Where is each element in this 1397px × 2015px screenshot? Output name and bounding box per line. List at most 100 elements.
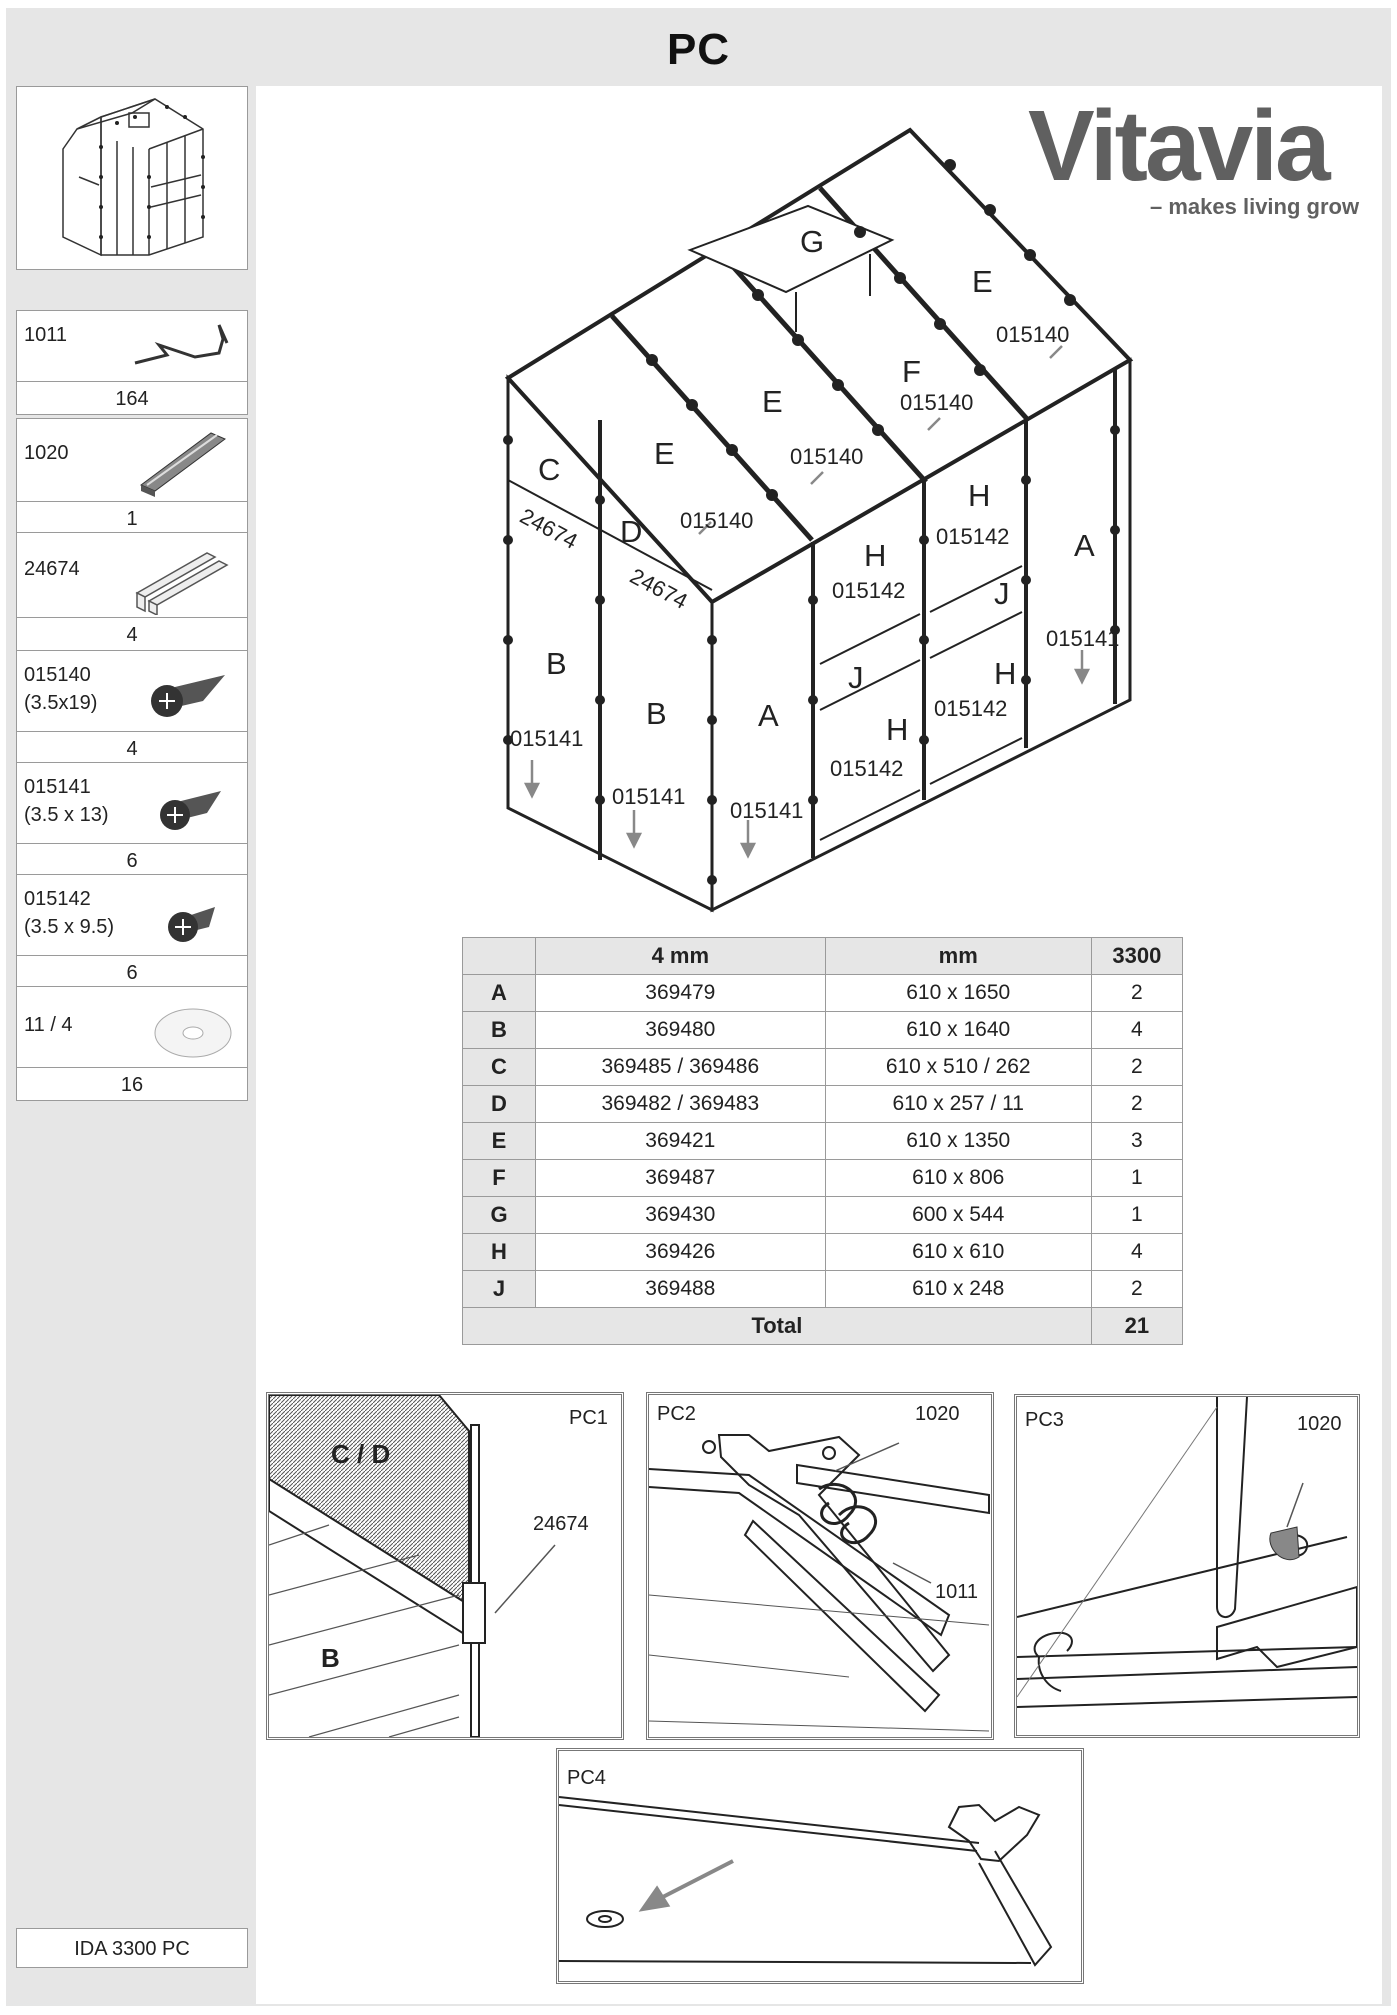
part-callout: 1020	[1297, 1413, 1342, 1435]
part-code: 24674	[24, 558, 80, 580]
screw-icon	[160, 791, 221, 830]
table-cell: 369487	[535, 1159, 826, 1197]
vitavia-logo: Vitavia – makes living grow	[1028, 96, 1383, 226]
screw-callout: 015142	[832, 578, 906, 603]
panel-label-j: J	[848, 660, 864, 695]
part-card-1011: 1011 164	[16, 310, 248, 415]
screw-callout: 015141	[730, 798, 804, 823]
panel-label-e: E	[972, 264, 993, 299]
panel-label-g: G	[800, 224, 825, 259]
pc1-illustration	[269, 1395, 556, 1737]
panel-label-b: B	[646, 696, 667, 731]
detail-pc4: PC4	[556, 1748, 1084, 1984]
part-card-015141: 015141 (3.5 x 13) 6	[16, 762, 248, 877]
part-callout: 1020	[915, 1403, 960, 1425]
panel-label-c: C	[538, 452, 561, 487]
table-cell: 2	[1090, 1048, 1184, 1086]
screw-callout: 015140	[790, 444, 864, 469]
panel-label-h: H	[994, 656, 1017, 691]
table-total-row: Total 21	[462, 1307, 1184, 1345]
part-qty: 6	[126, 850, 138, 872]
screw-callout: 015140	[680, 508, 754, 533]
table-cell: 369482 / 369483	[535, 1085, 826, 1123]
table-cell: 369488	[535, 1270, 826, 1308]
pc2-illustration	[649, 1434, 990, 1732]
part-callout: 24674	[533, 1513, 589, 1535]
table-header-cell: 4 mm	[535, 937, 826, 975]
panel-label-a: A	[758, 698, 779, 733]
table-cell: B	[462, 1011, 536, 1049]
washer-icon	[154, 1008, 232, 1058]
part-code: 11 / 4	[24, 1014, 73, 1036]
table-cell: 369430	[535, 1196, 826, 1234]
detail-title: PC4	[567, 1767, 606, 1789]
detail-title: PC2	[657, 1403, 696, 1425]
table-cell: J	[462, 1270, 536, 1308]
panel-label-b: B	[546, 646, 567, 681]
table-cell: 4	[1090, 1233, 1184, 1271]
part-card-washer: 11 / 4 16	[16, 986, 248, 1101]
h-profile-icon	[135, 552, 229, 615]
part-qty: 1	[126, 508, 138, 530]
part-qty: 16	[120, 1074, 144, 1096]
table-cell: 2	[1090, 1270, 1184, 1308]
brand-tagline: – makes living grow	[1150, 194, 1360, 219]
panel-label-h: H	[968, 478, 991, 513]
panel-label-j: J	[994, 576, 1010, 611]
brand-name: Vitavia	[1028, 90, 1331, 202]
table-cell: 369480	[535, 1011, 826, 1049]
part-code: 1011	[24, 324, 68, 346]
table-cell: 600 x 544	[824, 1196, 1092, 1234]
part-card-24674: 24674 4	[16, 532, 248, 651]
part-card-015142: 015142 (3.5 x 9.5) 6	[16, 874, 248, 989]
table-cell: A	[462, 974, 536, 1012]
table-cell: 369421	[535, 1122, 826, 1160]
screw-icon	[168, 907, 215, 942]
table-cell: 2	[1090, 974, 1184, 1012]
table-cell: 2	[1090, 1085, 1184, 1123]
table-cell: D	[462, 1085, 536, 1123]
page-title: PC	[666, 25, 731, 74]
part-qty: 6	[126, 962, 138, 984]
table-cell: C	[462, 1048, 536, 1086]
table-cell: 610 x 1640	[824, 1011, 1092, 1049]
total-value: 21	[1090, 1307, 1184, 1345]
table-cell: 610 x 248	[824, 1270, 1092, 1308]
table-cell: 610 x 1350	[824, 1122, 1092, 1160]
table-cell: 1	[1090, 1196, 1184, 1234]
table-cell: G	[462, 1196, 536, 1234]
panel-label-h: H	[886, 712, 909, 747]
screw-callout: 015142	[934, 696, 1008, 721]
table-cell: 610 x 610	[824, 1233, 1092, 1271]
panel-label-d: D	[620, 514, 643, 549]
table-header-cell	[462, 937, 536, 975]
profile-bar-icon	[140, 432, 226, 497]
table-cell: 369479	[535, 974, 826, 1012]
screw-callout: 015142	[830, 756, 904, 781]
panel-label-e: E	[762, 384, 783, 419]
table-cell: 610 x 1650	[824, 974, 1092, 1012]
table-cell: 4	[1090, 1011, 1184, 1049]
part-code: 015141 (3.5 x 13)	[24, 776, 109, 826]
screw-callout: 015141	[510, 726, 584, 751]
table-cell: 369485 / 369486	[535, 1048, 826, 1086]
table-cell: 369426	[535, 1233, 826, 1271]
panel-label-h: H	[864, 538, 887, 573]
part-card-015140: 015140 (3.5x19) 4	[16, 650, 248, 765]
panel-label: B	[321, 1643, 340, 1673]
panel-label-e: E	[654, 436, 675, 471]
panel-label-f: F	[902, 354, 921, 389]
part-code: 015142 (3.5 x 9.5)	[24, 888, 115, 938]
table-cell: 3	[1090, 1122, 1184, 1160]
table-cell: F	[462, 1159, 536, 1197]
screw-icon	[151, 675, 225, 717]
